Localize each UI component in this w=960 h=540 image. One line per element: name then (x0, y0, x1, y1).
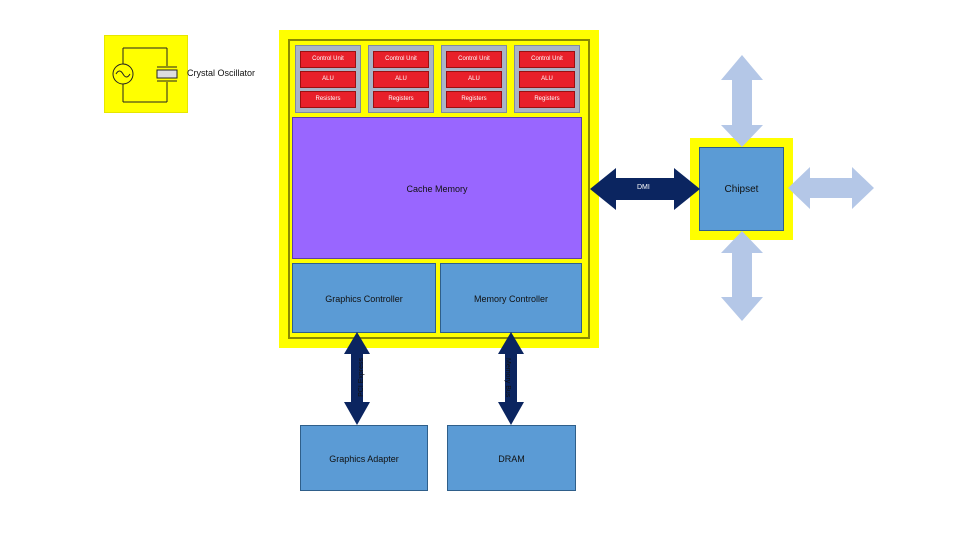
pci-express-arrow (344, 332, 370, 425)
cache-memory-label: Cache Memory (406, 184, 468, 194)
core-1: Control Unit ALU Resisters (295, 45, 361, 113)
cache-memory: Cache Memory (292, 117, 582, 259)
control-unit: Control Unit (446, 51, 502, 68)
core-4: Control Unit ALU Registers (514, 45, 580, 113)
dmi-arrow (590, 168, 700, 210)
graphics-adapter-label: Graphics Adapter (329, 454, 399, 464)
alu: ALU (300, 71, 356, 88)
crystal-oscillator-box (104, 35, 188, 113)
graphics-controller: Graphics Controller (292, 263, 436, 333)
crystal-oscillator-label: Crystal Oscillator (187, 68, 256, 78)
chipset-label: Chipset (724, 184, 759, 195)
registers: Resisters (300, 91, 356, 108)
memory-controller-label: Memory Controller (473, 294, 549, 304)
chipset-down-arrow (721, 231, 763, 321)
graphics-adapter: Graphics Adapter (300, 425, 428, 491)
core-2: Control Unit ALU Registers (368, 45, 434, 113)
graphics-controller-label: Graphics Controller (325, 294, 403, 304)
alu: ALU (446, 71, 502, 88)
control-unit: Control Unit (519, 51, 575, 68)
dram-label: DRAM (498, 454, 525, 464)
cpu-die-border (288, 39, 590, 339)
chipset-up-arrow (721, 55, 763, 147)
control-unit: Control Unit (373, 51, 429, 68)
memory-bus-label: Memory Bus (504, 358, 511, 398)
control-unit: Control Unit (300, 51, 356, 68)
chipset: Chipset (699, 147, 784, 231)
dmi-label: DMI (637, 184, 650, 191)
alu: ALU (373, 71, 429, 88)
pci-express-label: PCI Express (358, 358, 365, 397)
memory-bus-arrow (498, 332, 524, 425)
core-3: Control Unit ALU Registers (441, 45, 507, 113)
registers: Registers (519, 91, 575, 108)
alu: ALU (519, 71, 575, 88)
registers: Registers (446, 91, 502, 108)
dram: DRAM (447, 425, 576, 491)
chipset-right-arrow (788, 167, 874, 209)
memory-controller: Memory Controller (440, 263, 582, 333)
registers: Registers (373, 91, 429, 108)
oscillator-circuit-icon (112, 47, 178, 103)
